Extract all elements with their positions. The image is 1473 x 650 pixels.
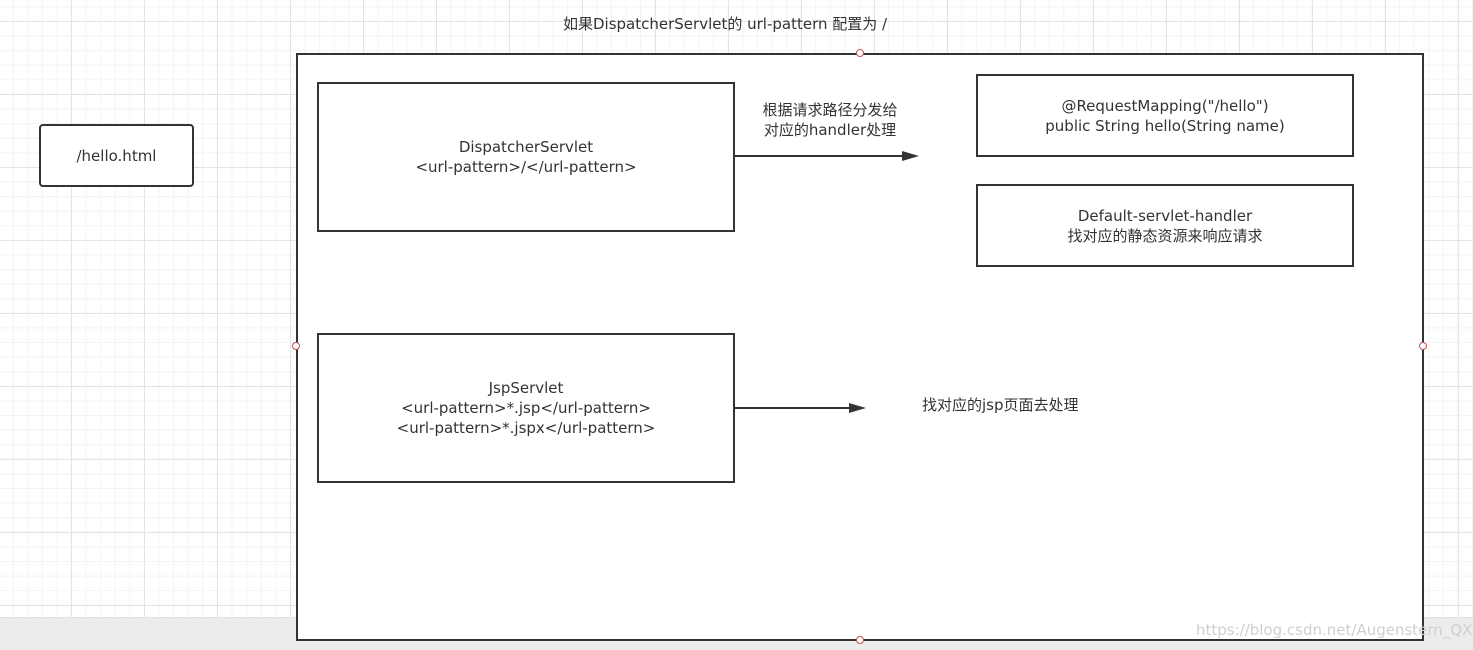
jsp-arrow-label: 找对应的jsp页面去处理 (922, 396, 1079, 414)
resize-handle-bottom[interactable] (856, 636, 864, 644)
resize-handle-top[interactable] (856, 49, 864, 57)
jsp-to-page-arrow[interactable] (735, 403, 866, 413)
dispatch-arrow-label-line1: 根据请求路径分发给 (762, 101, 898, 119)
jsp-servlet-url-pattern-jspx: <url-pattern>*.jspx</url-pattern> (396, 419, 656, 437)
dispatcher-to-handler-arrow[interactable] (735, 151, 919, 161)
default-servlet-handler-title: Default-servlet-handler (1077, 206, 1253, 225)
dispatch-arrow-label: 根据请求路径分发给 对应的handler处理 (750, 100, 910, 140)
jsp-servlet-title: JspServlet (488, 379, 564, 397)
request-mapping-annotation: @RequestMapping("/hello") (1061, 96, 1269, 115)
request-hello-html-label: /hello.html (76, 146, 157, 165)
dispatcher-servlet-title: DispatcherServlet (458, 138, 594, 156)
jsp-servlet-node[interactable]: JspServlet <url-pattern>*.jsp</url-patte… (317, 333, 735, 483)
watermark-text: https://blog.csdn.net/Augenstern_QXL (1196, 621, 1473, 639)
resize-handle-left[interactable] (292, 342, 300, 350)
default-servlet-handler-node[interactable]: Default-servlet-handler 找对应的静态资源来响应请求 (976, 184, 1354, 267)
diagram-caption: 如果DispatcherServlet的 url-pattern 配置为 / (563, 15, 888, 33)
request-mapping-method: public String hello(String name) (1045, 116, 1285, 135)
request-hello-html-node[interactable]: /hello.html (39, 124, 194, 187)
jsp-servlet-url-pattern-jsp: <url-pattern>*.jsp</url-pattern> (401, 399, 651, 417)
default-servlet-handler-description: 找对应的静态资源来响应请求 (1067, 226, 1263, 245)
dispatcher-servlet-url-pattern: <url-pattern>/</url-pattern> (415, 158, 637, 176)
dispatch-arrow-label-line2: 对应的handler处理 (763, 121, 897, 139)
dispatcher-servlet-node[interactable]: DispatcherServlet <url-pattern>/</url-pa… (317, 82, 735, 232)
resize-handle-right[interactable] (1419, 342, 1427, 350)
request-mapping-handler-node[interactable]: @RequestMapping("/hello") public String … (976, 74, 1354, 157)
